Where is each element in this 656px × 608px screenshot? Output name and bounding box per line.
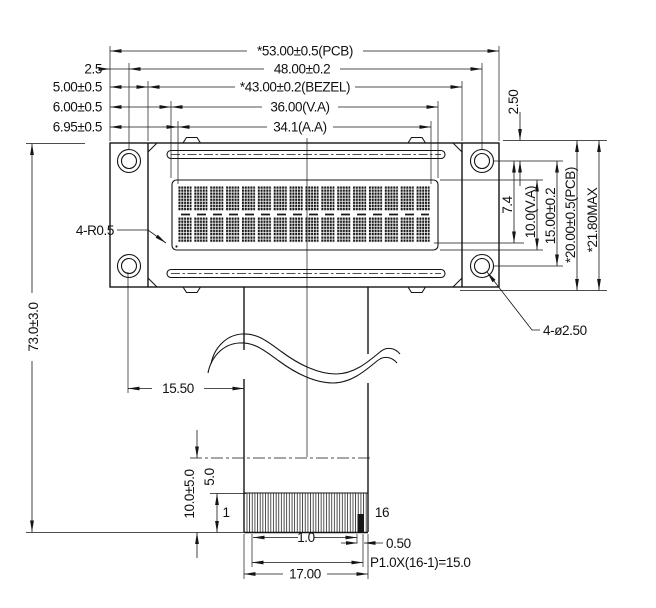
dim-hole-edge-offset: 2.5	[84, 62, 102, 77]
break-wave	[210, 333, 401, 375]
corner-radius-point	[175, 245, 178, 248]
bezel-slots	[166, 149, 446, 279]
dim-pitch: 1.0	[297, 530, 315, 545]
character-blocks	[178, 186, 432, 243]
mounting-holes	[116, 148, 495, 279]
display-window	[171, 179, 439, 251]
dim-va-height: 10.0(V.A)	[523, 186, 538, 238]
dim-va-edge-offset: 6.00±0.5	[53, 100, 102, 115]
dim-contact-length: 5.0	[202, 468, 217, 486]
dim-bezel-max-height: *21.80MAX	[585, 187, 600, 252]
dim-bezel-edge-offset: 5.00±0.5	[53, 80, 102, 95]
dim-aa-edge-offset: 6.95±0.5	[53, 120, 102, 135]
connector-contacts	[26, 492, 368, 534]
label-pin-last: 16	[375, 505, 389, 520]
left-dimensions: 73.0±3.0 4-R0.5 15.50	[26, 143, 244, 532]
bezel-tab	[182, 286, 201, 294]
right-dimensions: 2.50 7.4 10.0(V.A) 15.00±0.2 *20.00±0.5(…	[434, 90, 607, 338]
dim-hole-top-offset: 2.50	[506, 90, 521, 115]
label-pin-first: 1	[222, 505, 229, 520]
pcb-outline	[109, 142, 500, 288]
dim-exposed-length: 10.0±5.0	[182, 469, 197, 518]
pin16-pad	[357, 514, 364, 533]
bezel-tab	[407, 286, 426, 294]
dim-overall-length: 73.0±3.0	[26, 302, 41, 351]
dim-aa-width: 34.1(A.A)	[273, 120, 326, 135]
dim-hole-span-width: 48.00±0.2	[274, 62, 330, 77]
tail-dimensions: 10.0±5.0 5.0 1 16 1.0 0.50 P1.0X(16-1)=1…	[182, 430, 471, 582]
dim-hole-span-height: 15.00±0.2	[543, 188, 558, 244]
dim-hole-to-aa: 7.4	[500, 195, 515, 213]
dim-va-width: 36.00(V.A)	[270, 100, 329, 115]
top-dimensions: *53.00±0.5(PCB) 2.5 48.00±0.2 5.00±0.5 *…	[53, 44, 500, 184]
dim-pitch-formula: P1.0X(16-1)=15.0	[370, 555, 471, 570]
dim-hole-diameter: 4-ø2.50	[543, 323, 587, 338]
fpc-tail	[190, 287, 401, 532]
dim-pcb-width: *53.00±0.5(PCB)	[257, 44, 353, 59]
dim-tail-width: 17.00	[289, 567, 321, 582]
dim-bezel-width: *43.00±0.2(BEZEL)	[240, 80, 350, 95]
dim-hole-to-tail: 15.50	[162, 381, 194, 396]
dim-pcb-height: *20.00±0.5(PCB)	[563, 167, 578, 263]
bezel-tab	[407, 136, 426, 144]
dim-pad-width: 0.50	[386, 536, 411, 551]
dim-corner-radius: 4-R0.5	[76, 223, 114, 238]
bezel-tab	[182, 136, 201, 144]
bezel-outline	[147, 136, 463, 294]
